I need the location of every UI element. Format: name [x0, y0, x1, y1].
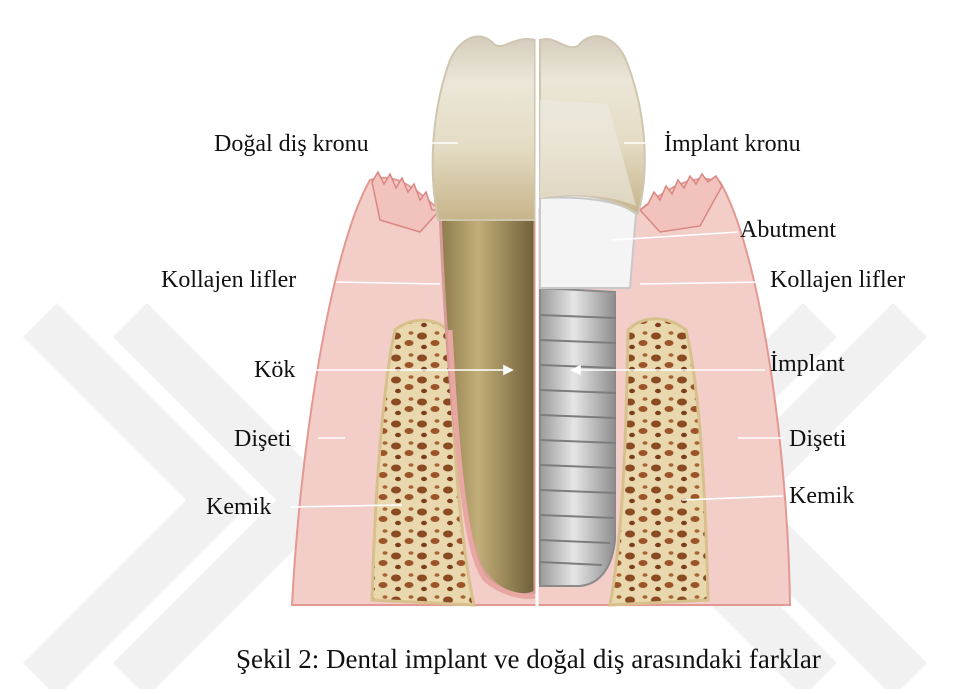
- label-natural-crown: Doğal diş kronu: [214, 132, 369, 156]
- natural-crown: [433, 36, 535, 220]
- label-bone-right: Kemik: [789, 484, 854, 508]
- label-gum-right: Dişeti: [789, 427, 846, 451]
- label-gum-left: Dişeti: [234, 427, 291, 451]
- label-root: Kök: [254, 358, 295, 382]
- label-collagen-right: Kollajen lifler: [770, 268, 905, 292]
- label-bone-left: Kemik: [206, 495, 271, 519]
- figure-caption: Şekil 2: Dental implant ve doğal diş ara…: [236, 644, 821, 675]
- label-abutment: Abutment: [740, 218, 836, 242]
- abutment: [540, 198, 636, 288]
- label-implant: İmplant: [770, 352, 845, 376]
- label-implant-crown: İmplant kronu: [664, 132, 801, 156]
- label-collagen-left: Kollajen lifler: [161, 268, 296, 292]
